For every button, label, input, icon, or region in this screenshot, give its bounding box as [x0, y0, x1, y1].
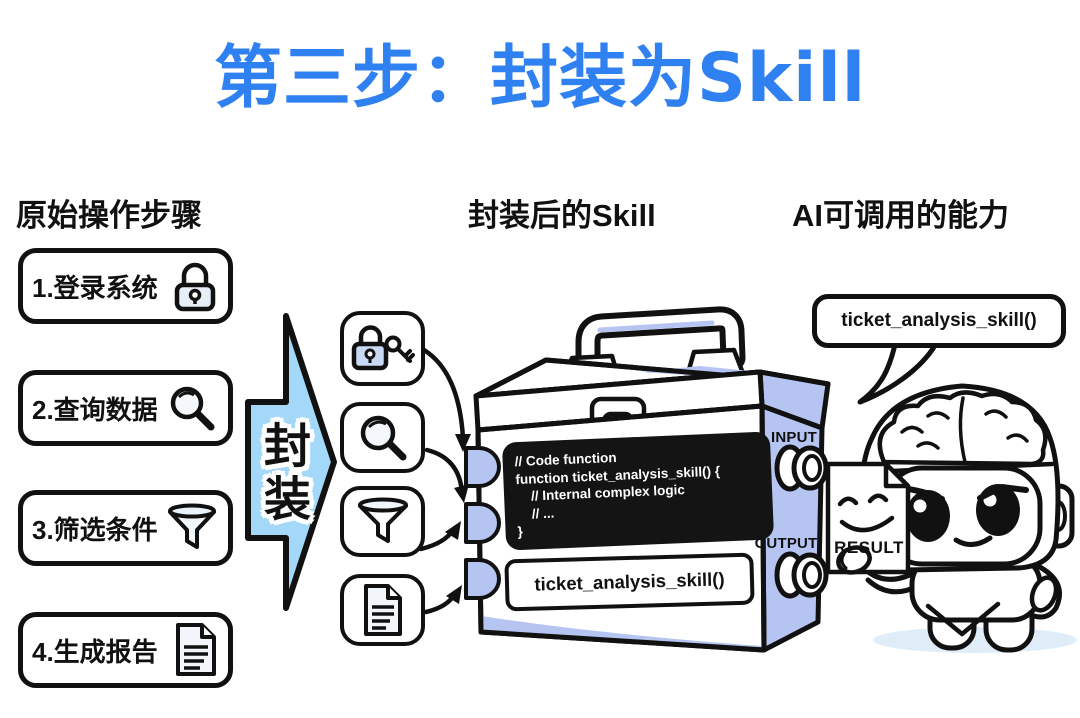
page-title: 第三步：封装为Skill — [213, 39, 867, 118]
result-doc-label: RESULT — [834, 538, 904, 557]
encapsulate-arrow-label: 封装 — [257, 421, 310, 527]
step-label: 1.登录系统 — [32, 272, 158, 303]
header-original-steps: 原始操作步骤 — [16, 198, 202, 233]
capability-box-funnel — [340, 486, 425, 557]
output-port-label: OUTPUT — [754, 535, 818, 552]
step-box-report: 4.生成报告 — [18, 612, 233, 688]
step-box-login: 1.登录系统 — [18, 248, 233, 324]
step-label: 3.筛选条件 — [32, 514, 158, 545]
header-encapsulated-skill: 封装后的Skill — [468, 198, 656, 233]
document-icon — [362, 583, 404, 637]
robot-brain — [877, 390, 1048, 467]
robot-eyes — [906, 484, 1020, 542]
speech-bubble: ticket_analysis_skill() — [812, 294, 1066, 348]
lock-icon — [172, 260, 218, 312]
report-icon — [174, 622, 218, 678]
encapsulate-arrow — [245, 313, 337, 611]
header-ai-capability: AI可调用的能力 — [792, 198, 1009, 233]
capability-box-lock-key — [340, 311, 425, 386]
skill-name-plate: ticket_analysis_skill() — [504, 552, 755, 612]
step-box-filter: 3.筛选条件 — [18, 490, 233, 566]
funnel-icon — [356, 497, 410, 547]
lock-key-icon — [350, 322, 416, 376]
skill-code-block: // Code function function ticket_analysi… — [501, 431, 775, 551]
output-port — [774, 551, 829, 599]
icon-to-toolbox-arrows — [418, 347, 471, 615]
speech-bubble-tail — [857, 337, 941, 405]
step-label: 4.生成报告 — [32, 636, 158, 667]
result-document — [825, 461, 911, 575]
step-label: 2.查询数据 — [32, 394, 158, 425]
capability-box-document — [340, 574, 425, 646]
funnel-icon — [166, 503, 218, 553]
toolbox-hinges — [464, 446, 501, 600]
step-box-query: 2.查询数据 — [18, 370, 233, 446]
input-port — [774, 444, 829, 492]
ai-robot — [825, 337, 1077, 653]
input-port-label: INPUT — [771, 429, 817, 446]
magnifier-icon — [166, 382, 218, 434]
magnifier-icon — [356, 411, 410, 465]
capability-box-magnifier — [340, 402, 425, 473]
